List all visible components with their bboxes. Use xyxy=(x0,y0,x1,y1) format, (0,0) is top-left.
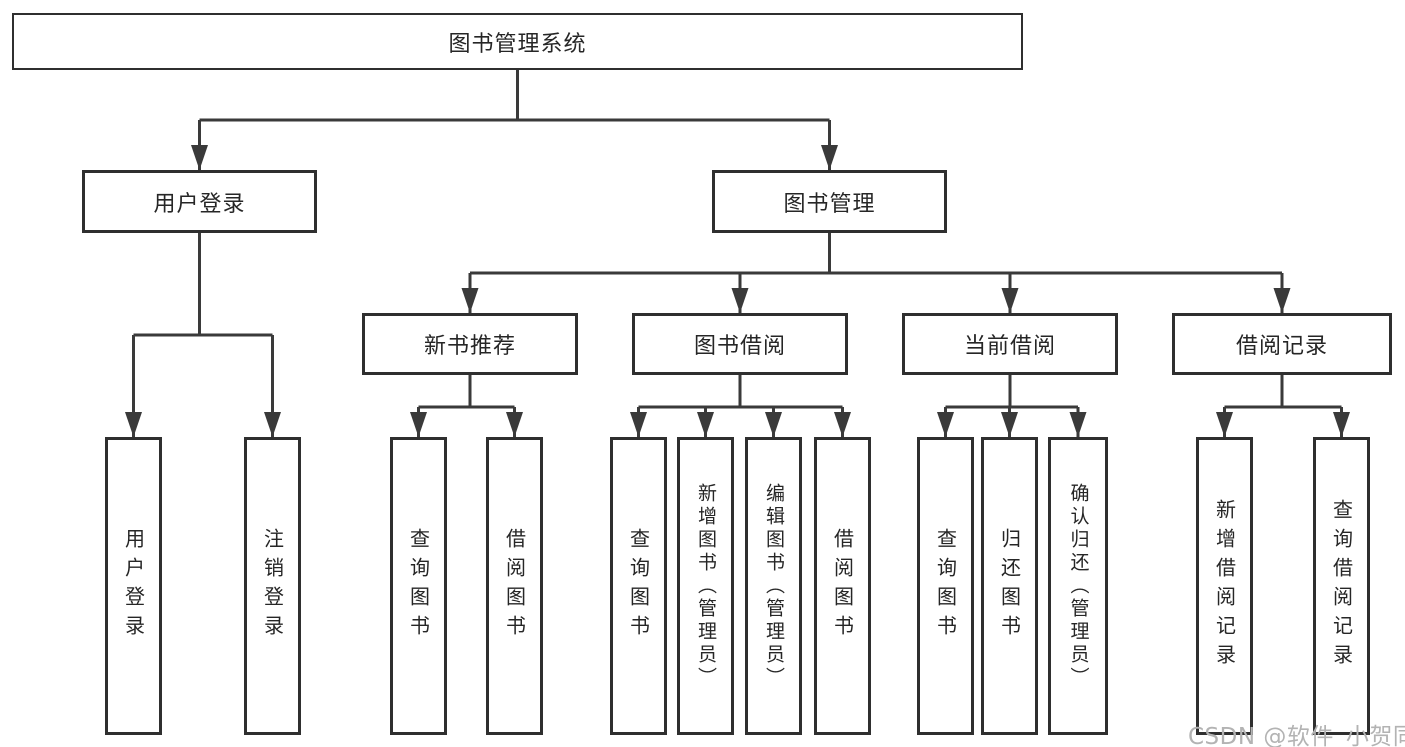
leaf-borrow-books-label: 借阅图书 xyxy=(830,528,855,644)
branch-current-borrowing xyxy=(937,375,1087,437)
leaf-add-borrow-record: 新增借阅记录 xyxy=(1196,437,1253,735)
leaf-query-books-recommend: 查询图书 xyxy=(390,437,447,735)
leaf-add-borrow-record-label: 新增借阅记录 xyxy=(1212,499,1237,673)
node-user-login: 用户登录 xyxy=(82,170,317,233)
leaf-query-borrow-record-label: 查询借阅记录 xyxy=(1329,499,1354,673)
node-book-borrowing-label: 图书借阅 xyxy=(693,334,786,359)
leaf-confirm-return-admin-label: 确认归还（管理员） xyxy=(1067,482,1090,690)
leaf-user-login: 用户登录 xyxy=(105,437,162,735)
node-library-system: 图书管理系统 xyxy=(12,13,1023,70)
leaf-logout: 注销登录 xyxy=(244,437,301,735)
leaf-query-books-current: 查询图书 xyxy=(917,437,974,735)
leaf-edit-books-admin-label: 编辑图书（管理员） xyxy=(762,482,785,690)
node-user-login-label: 用户登录 xyxy=(153,191,246,217)
branch-root xyxy=(191,70,838,170)
leaf-confirm-return-admin: 确认归还（管理员） xyxy=(1048,437,1108,735)
leaf-query-books-borrowing-label: 查询图书 xyxy=(626,528,651,644)
leaf-add-books-admin: 新增图书（管理员） xyxy=(677,437,734,735)
node-book-management: 图书管理 xyxy=(712,170,947,233)
node-book-borrowing: 图书借阅 xyxy=(632,313,848,375)
node-new-book-recommend-label: 新书推荐 xyxy=(423,334,516,359)
leaf-add-books-admin-label: 新增图书（管理员） xyxy=(694,482,717,690)
node-library-system-label: 图书管理系统 xyxy=(448,31,587,57)
leaf-return-books-label: 归还图书 xyxy=(997,528,1022,644)
leaf-borrow-books-recommend: 借阅图书 xyxy=(486,437,543,735)
branch-book-management xyxy=(461,233,1291,313)
leaf-borrow-books: 借阅图书 xyxy=(814,437,871,735)
leaf-query-books-recommend-label: 查询图书 xyxy=(406,528,431,644)
csdn-watermark: CSDN @软件_小贺同学 xyxy=(1188,724,1405,747)
leaf-query-books-borrowing: 查询图书 xyxy=(610,437,667,735)
branch-user-login xyxy=(125,233,281,437)
leaf-edit-books-admin: 编辑图书（管理员） xyxy=(745,437,802,735)
leaf-borrow-books-recommend-label: 借阅图书 xyxy=(502,528,527,644)
branch-borrowing-records xyxy=(1216,375,1350,437)
branch-new-book-recommend xyxy=(410,375,523,437)
leaf-return-books: 归还图书 xyxy=(981,437,1038,735)
leaf-user-login-label: 用户登录 xyxy=(121,528,146,644)
node-borrowing-records-label: 借阅记录 xyxy=(1235,334,1328,359)
leaf-logout-label: 注销登录 xyxy=(260,528,285,644)
leaf-query-borrow-record: 查询借阅记录 xyxy=(1313,437,1370,735)
leaf-query-books-current-label: 查询图书 xyxy=(933,528,958,644)
branch-book-borrowing xyxy=(630,375,851,437)
node-current-borrowing-label: 当前借阅 xyxy=(963,334,1056,359)
node-new-book-recommend: 新书推荐 xyxy=(362,313,578,375)
node-current-borrowing: 当前借阅 xyxy=(902,313,1118,375)
node-borrowing-records: 借阅记录 xyxy=(1172,313,1392,375)
node-book-management-label: 图书管理 xyxy=(783,191,876,217)
